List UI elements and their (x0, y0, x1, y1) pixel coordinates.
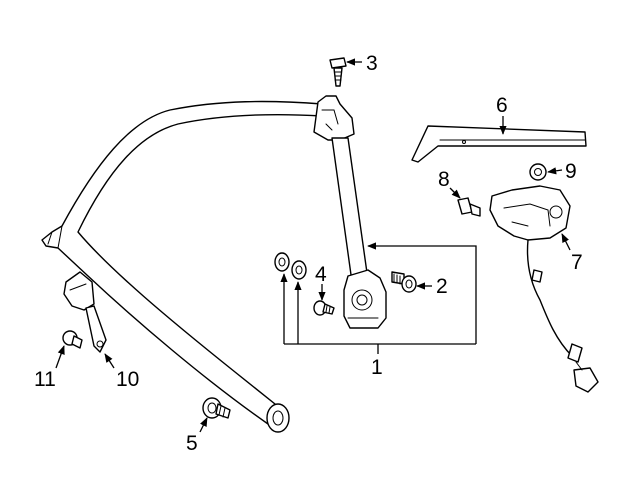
callout-11: 11 (34, 368, 56, 391)
belt-webbing (41, 100, 323, 433)
bolt-8 (457, 197, 481, 217)
callout-9: 9 (565, 160, 577, 183)
bolt-4 (313, 300, 335, 316)
callout-10: 10 (116, 368, 139, 391)
callout-5: 5 (186, 432, 198, 455)
callout-2: 2 (436, 275, 448, 298)
callout-7: 7 (571, 251, 583, 274)
trim-strip (411, 125, 587, 163)
bolt-2 (391, 271, 417, 293)
bolt-5 (202, 397, 231, 419)
nut-9 (529, 163, 547, 181)
callout-1: 1 (371, 356, 383, 379)
buckle (63, 271, 107, 353)
callout-6: 6 (496, 94, 508, 117)
retractor-assembly (313, 95, 387, 329)
retractor-washers (274, 252, 307, 280)
bolt-11 (62, 330, 83, 349)
callout-8: 8 (438, 168, 450, 191)
bolt-3 (329, 57, 347, 87)
callout-4: 4 (315, 263, 327, 286)
pretensioner (489, 185, 599, 393)
leader-lines (55, 58, 571, 433)
callout-3: 3 (366, 52, 378, 75)
